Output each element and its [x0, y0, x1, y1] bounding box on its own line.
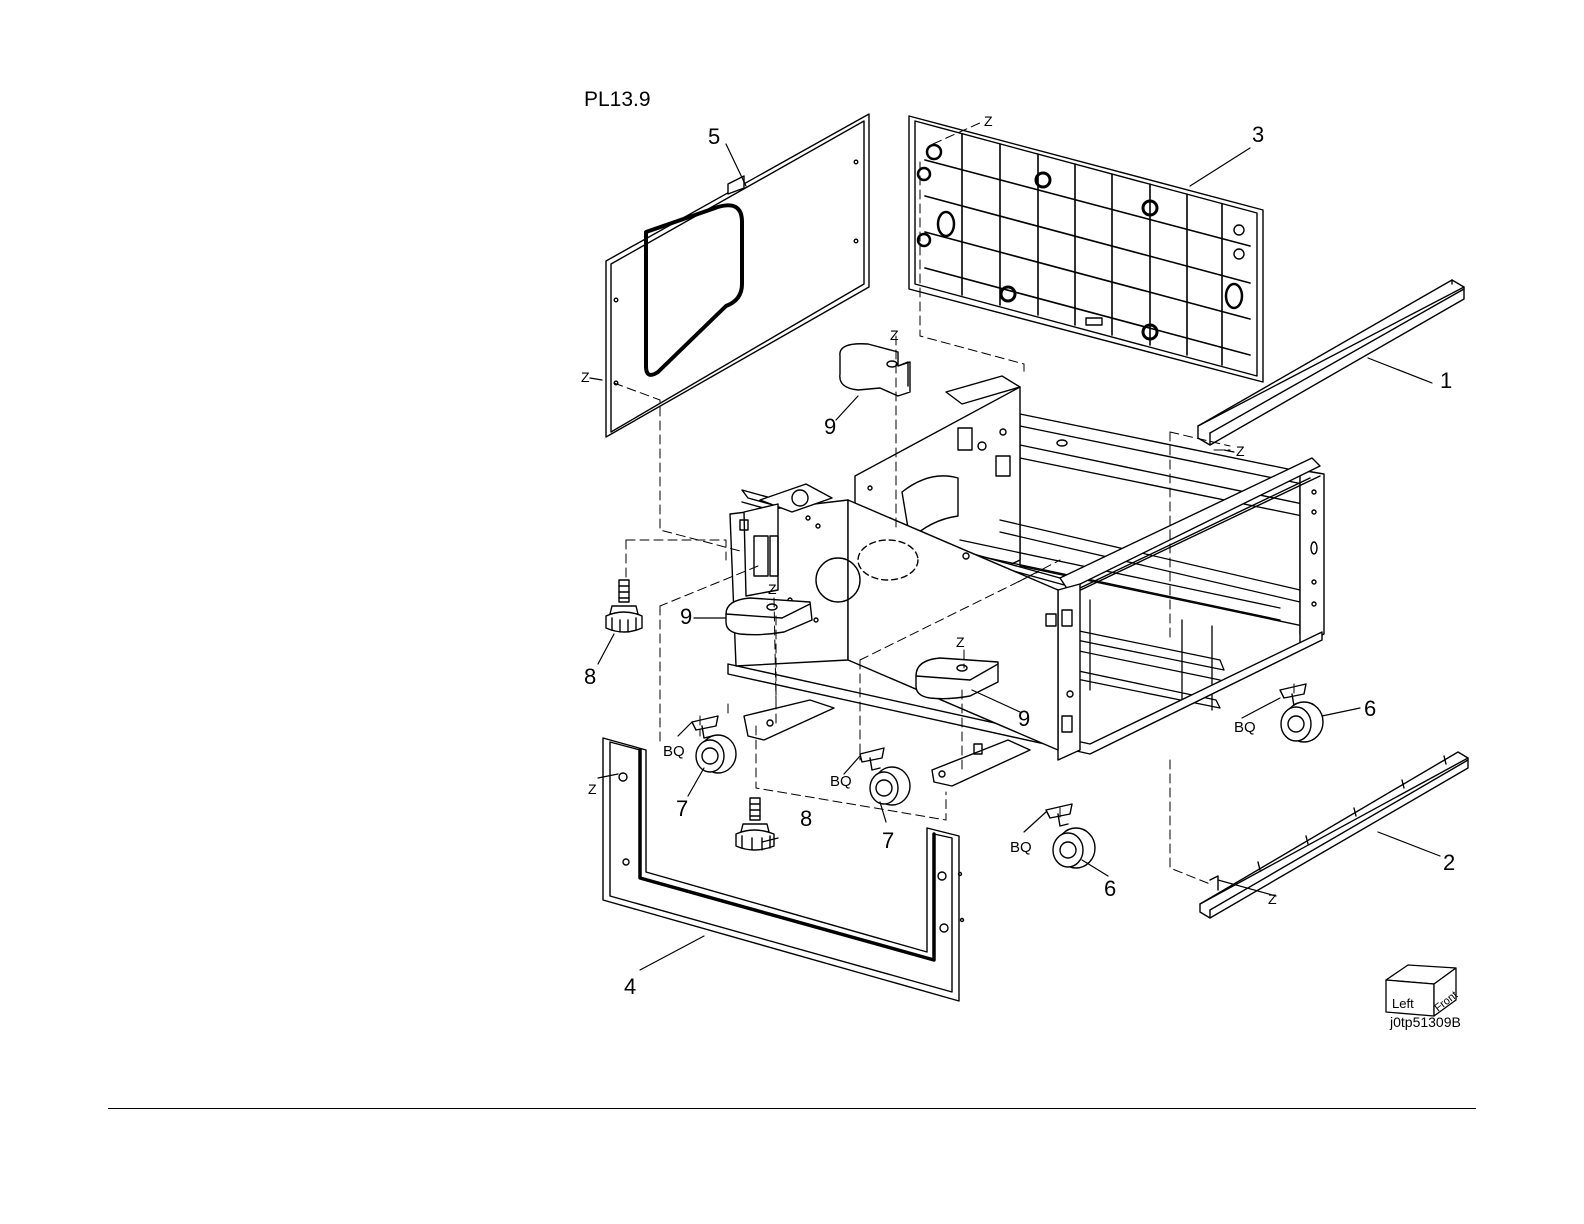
bq-marker: BQ — [1010, 839, 1032, 856]
part-2-bottom-rail — [1200, 752, 1468, 918]
z-marker: Z — [956, 634, 965, 650]
callout-5: 5 — [708, 124, 720, 149]
part-8-adjuster-lower — [736, 798, 774, 850]
callout-9-top: 9 — [824, 414, 836, 439]
callout-8-upper: 8 — [584, 664, 596, 689]
callout-8-lower: 8 — [800, 806, 812, 831]
z-marker: Z — [581, 369, 590, 385]
part-3-rear-cover — [909, 116, 1263, 382]
catalog-id: j0tp51309B — [1390, 1014, 1461, 1030]
callout-1: 1 — [1440, 368, 1452, 393]
part-7-caster-left — [692, 716, 736, 773]
z-marker: Z — [1268, 891, 1277, 907]
part-7-caster-center — [860, 748, 910, 805]
z-marker: Z — [588, 781, 597, 797]
part-6-caster-front — [1046, 804, 1095, 868]
z-marker: Z — [768, 581, 777, 597]
z-marker: Z — [1236, 443, 1245, 459]
callout-6-front: 6 — [1104, 876, 1116, 901]
bq-marker: BQ — [830, 773, 852, 790]
cube-left-label: Left — [1392, 996, 1414, 1011]
part-5-left-cover — [606, 114, 869, 437]
z-marker: Z — [890, 327, 899, 343]
callout-4: 4 — [624, 974, 636, 999]
part-8-adjuster-upper — [606, 580, 642, 632]
callout-9-left: 9 — [680, 604, 692, 629]
part-6-caster-right — [1280, 684, 1323, 742]
z-marker: Z — [984, 113, 993, 129]
bq-marker: BQ — [663, 743, 685, 760]
bq-marker: BQ — [1234, 719, 1256, 736]
part-9-pad-top — [840, 344, 910, 396]
callout-7-center: 7 — [882, 828, 894, 853]
callout-9-center: 9 — [1018, 706, 1030, 731]
footer-rule — [108, 1108, 1476, 1109]
callout-7-left: 7 — [676, 796, 688, 821]
figure-title: PL13.9 — [584, 88, 651, 112]
callout-2: 2 — [1443, 850, 1455, 875]
callout-3: 3 — [1252, 122, 1264, 147]
callout-6-right: 6 — [1364, 696, 1376, 721]
